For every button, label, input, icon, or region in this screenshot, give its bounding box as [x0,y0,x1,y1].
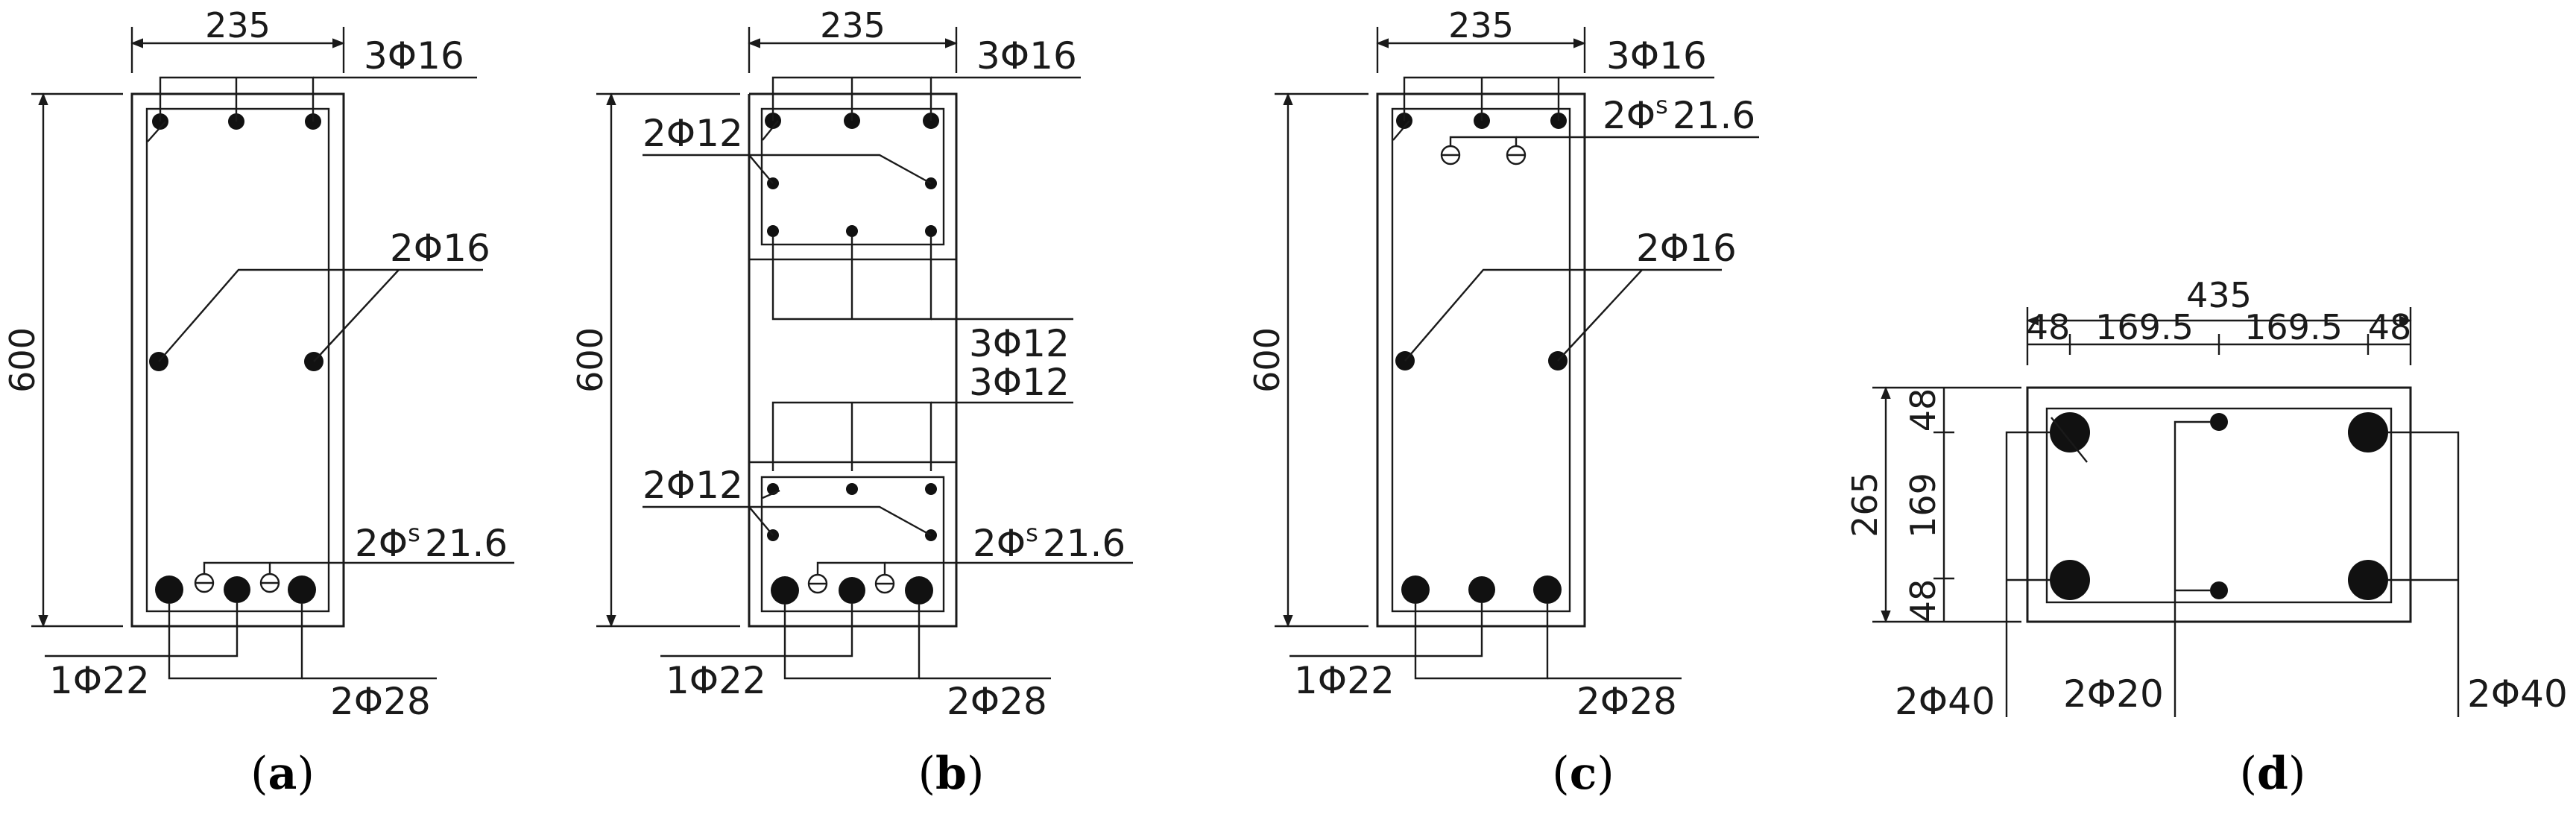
rebar-40 [2050,412,2090,452]
section-b-top-inner-label: 2Φ12 [643,112,743,155]
section-b-web-bars: 3Φ12 3Φ12 [771,237,1073,471]
rebar-40 [2348,412,2388,452]
section-c-caption: (c) [1552,748,1614,800]
section-d-mid-bars-label: 2Φ20 [2063,672,2164,716]
section-d-height-dimension: 265 48 169 48 [1845,386,2021,623]
section-a-bottom-corner-label: 2Φ28 [330,680,431,723]
section-d-bars [2050,412,2388,600]
rebar-12 [925,225,937,237]
rebar-22 [224,576,250,603]
rebar-28 [905,576,933,605]
section-d-caption: (d) [2240,748,2306,800]
section-a-side-bars-label: 2Φ16 [390,227,490,270]
section-c-bottom-mid-label: 1Φ22 [1294,659,1395,702]
section-b-web-lower-label: 3Φ12 [969,361,1070,404]
section-b-top-bars-label: 3Φ16 [976,34,1077,78]
section-b-width-label: 235 [820,5,886,45]
rebar-20 [2210,581,2228,599]
rebar-28 [288,575,316,604]
section-d-seg-left-label: 48 [2027,307,2071,347]
section-b-outline [748,92,958,628]
section-d-left-bars-label: 2Φ40 [1895,680,1995,723]
section-d-right-bars-label: 2Φ40 [2467,672,2568,716]
rebar-20 [2210,413,2228,431]
section-b-width-dimension: 235 [748,5,958,73]
rebar-12 [846,483,858,495]
section-b-bottom-mid-label: 1Φ22 [666,659,766,702]
section-b-height-dimension: 600 [570,92,740,628]
section-b-bottom-corner-label: 2Φ28 [947,680,1047,723]
section-d-vseg-mid-label: 169 [1903,473,1943,538]
section-d-height-label: 265 [1845,472,1885,537]
section-c-bottom-corner-label: 2Φ28 [1576,680,1677,723]
section-c-top-bars-label: 3Φ16 [1606,34,1707,78]
section-a-height-dimension: 600 [2,92,123,628]
section-b-top-inner-bars: 2Φ12 [643,112,937,237]
section-a-width-dimension: 235 [130,5,345,73]
section-b-bottom-inner-label: 2Φ12 [643,464,743,507]
section-b-height-label: 600 [570,327,610,393]
rebar-12 [846,225,858,237]
rebar-12 [925,483,937,495]
section-b: 235 600 3Φ16 2Φ12 [570,5,1133,800]
section-d-seg-mid-left-label: 169.5 [2095,307,2194,347]
section-d-width-dimension: 435 48 169.5 169.5 48 [2026,275,2412,365]
section-c-bottom-bars: 1Φ22 2Φ28 [1289,575,1682,723]
section-a-caption: (a) [250,748,315,800]
section-a-width-label: 235 [205,5,271,45]
section-d-total-width-label: 435 [2186,275,2252,315]
section-b-top-bars: 3Φ16 [762,34,1081,141]
rebar-22 [1468,576,1495,603]
section-a-bottom-mid-label: 1Φ22 [49,659,150,702]
section-c-side-bars: 2Φ16 [1395,227,1737,370]
rebar-28 [771,576,799,605]
section-c-width-label: 235 [1448,5,1514,45]
section-c-side-bars-label: 2Φ16 [1636,227,1737,270]
section-b-bottom-bars: 1Φ22 2Φ28 [660,576,1051,723]
section-d-vseg-top-label: 48 [1903,388,1943,432]
section-c-top-bars: 3Φ16 [1392,34,1714,141]
section-d-seg-mid-right-label: 169.5 [2244,307,2343,347]
rebar-28 [1401,575,1430,604]
section-b-caption: (b) [918,748,985,800]
section-a-bottom-bars: 1Φ22 2Φ28 [45,575,437,723]
section-b-web-upper-label: 3Φ12 [969,322,1070,365]
rebar-28 [1533,575,1562,604]
section-d: 435 48 169.5 169.5 48 265 48 169 48 [1845,275,2568,800]
section-c-height-label: 600 [1247,327,1287,393]
rebar-22 [839,577,865,604]
section-b-bottom-inner-bars: 2Φ12 [643,464,937,541]
section-a-height-label: 600 [2,327,42,393]
section-d-seg-right-label: 48 [2368,307,2412,347]
rebar-28 [155,575,183,604]
rebar-40 [2050,560,2090,600]
section-c-width-dimension: 235 [1376,5,1586,73]
rebar-40 [2348,560,2388,600]
section-a-top-bars: 3Φ16 [147,34,477,142]
section-a-side-bars: 2Φ16 [149,227,490,371]
section-d-outline [2026,386,2412,623]
section-d-leaders: 2Φ40 2Φ20 2Φ40 [1895,420,2568,723]
section-a-top-bars-label: 3Φ16 [364,34,464,78]
section-d-vseg-bot-label: 48 [1903,579,1943,623]
section-c-height-dimension: 600 [1247,92,1368,628]
rebar-12 [767,225,779,237]
section-a: 235 600 3Φ16 2Φ16 [2,5,514,800]
